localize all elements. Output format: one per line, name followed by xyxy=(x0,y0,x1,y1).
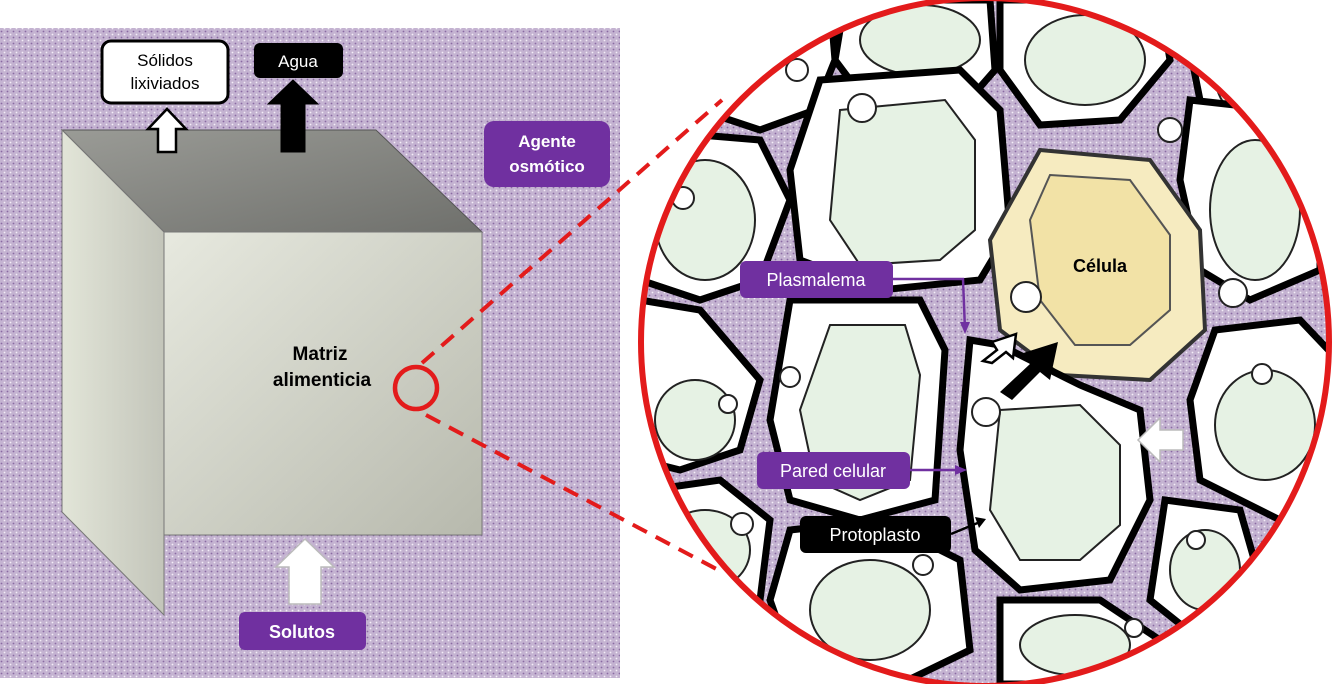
zoom-line-bottom xyxy=(425,413,723,574)
leached-solids-arrow xyxy=(145,107,189,154)
solutes-inflow-arrow xyxy=(274,537,336,605)
leached-solids-text-1: Sólidos xyxy=(137,51,193,70)
leached-solids-text-2: lixiviados xyxy=(131,74,200,93)
vacuole xyxy=(654,159,756,281)
solutes-label: Solutos xyxy=(239,612,366,650)
osmotic-agent-label: Agente osmótico xyxy=(484,121,610,187)
cell-wall-label: Pared celular xyxy=(757,452,967,489)
solute-side-arrow xyxy=(1136,416,1184,464)
food-matrix-cube xyxy=(60,128,484,617)
food-matrix-text-1: Matriz xyxy=(293,344,348,365)
cell-wall-text: Pared celular xyxy=(780,461,886,481)
vacuole xyxy=(1209,139,1301,281)
water-exit-arrow xyxy=(1000,342,1058,400)
vacuole xyxy=(809,559,931,661)
zoom-focus-circle xyxy=(392,364,440,412)
cell-text: Célula xyxy=(1073,256,1128,276)
protoplast-label: Protoplasto xyxy=(800,516,986,553)
vacuole xyxy=(988,403,1121,561)
vacuole xyxy=(1214,369,1316,481)
zoom-line-top xyxy=(420,98,724,365)
vacuole xyxy=(654,379,736,461)
vacuole xyxy=(1019,614,1131,676)
magnification-circle xyxy=(638,0,1332,684)
highlighted-cell-vacuole xyxy=(1028,173,1171,346)
plasmalemma-text: Plasmalema xyxy=(766,270,866,290)
solute-entry-arrow xyxy=(980,332,1018,365)
protoplast-text: Protoplasto xyxy=(829,525,920,545)
leached-solids-label: Sólidos lixiviados xyxy=(100,39,230,105)
osmotic-agent-text-2: osmótico xyxy=(509,157,585,176)
water-text: Agua xyxy=(278,52,318,71)
osmotic-agent-text-1: Agente xyxy=(518,132,576,151)
solutes-text: Solutos xyxy=(269,622,335,642)
nuclei xyxy=(671,58,1273,638)
plasmalemma-label: Plasmalema xyxy=(740,261,970,334)
water-label: Agua xyxy=(254,43,343,78)
water-outflow-arrow xyxy=(266,79,320,153)
food-matrix-text-2: alimenticia xyxy=(273,370,372,391)
vacuole xyxy=(828,98,976,267)
